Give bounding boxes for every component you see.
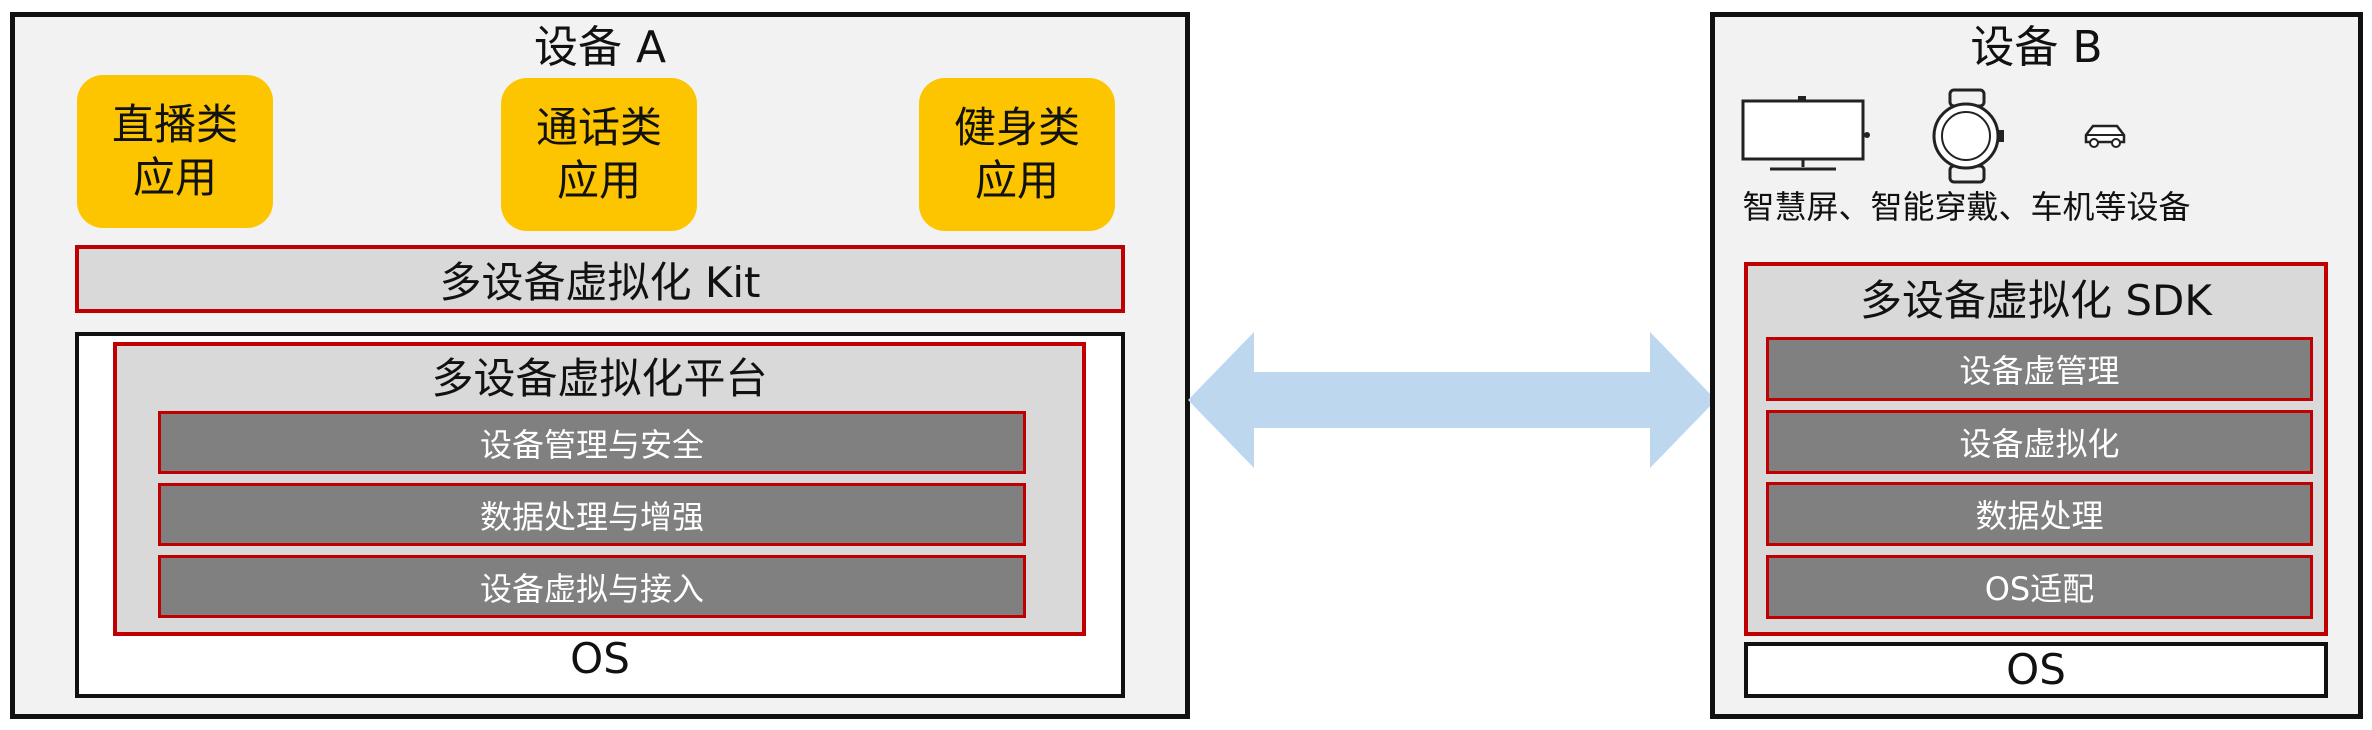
platform-layer-device-access: 设备虚拟与接入	[158, 555, 1026, 618]
platform-layer-data-processing: 数据处理与增强	[158, 483, 1026, 546]
car-icon	[2084, 124, 2126, 148]
kit-bar: 多设备虚拟化 Kit	[75, 245, 1125, 313]
device-a-os-label: OS	[570, 634, 630, 683]
platform-title: 多设备虚拟化平台	[431, 354, 768, 403]
devices-caption: 智慧屏、智能穿戴、车机等设备	[1742, 188, 2191, 226]
device-b-title: 设备 B	[1970, 22, 2103, 73]
smart-watch-icon	[1932, 88, 2004, 184]
app-fitness: 健身类 应用	[919, 78, 1115, 231]
sdk-title: 多设备虚拟化 SDK	[1860, 276, 2212, 325]
device-b-os-box: OS	[1744, 642, 2328, 698]
sdk-layer-virtual-management: 设备虚管理	[1766, 337, 2313, 401]
sdk-layer-os-adaptation: OS适配	[1766, 555, 2313, 619]
bidirectional-arrow	[1188, 332, 1716, 468]
device-a-title: 设备 A	[533, 22, 667, 73]
sdk-layer-data-processing: 数据处理	[1766, 482, 2313, 546]
app-live-streaming: 直播类 应用	[77, 75, 273, 228]
bidirectional-arrow-shape	[1188, 332, 1716, 468]
platform-layer-device-security: 设备管理与安全	[158, 411, 1026, 474]
sdk-layer-virtualization: 设备虚拟化	[1766, 410, 2313, 474]
smart-screen-icon	[1741, 96, 1870, 171]
app-calling: 通话类 应用	[501, 78, 697, 231]
